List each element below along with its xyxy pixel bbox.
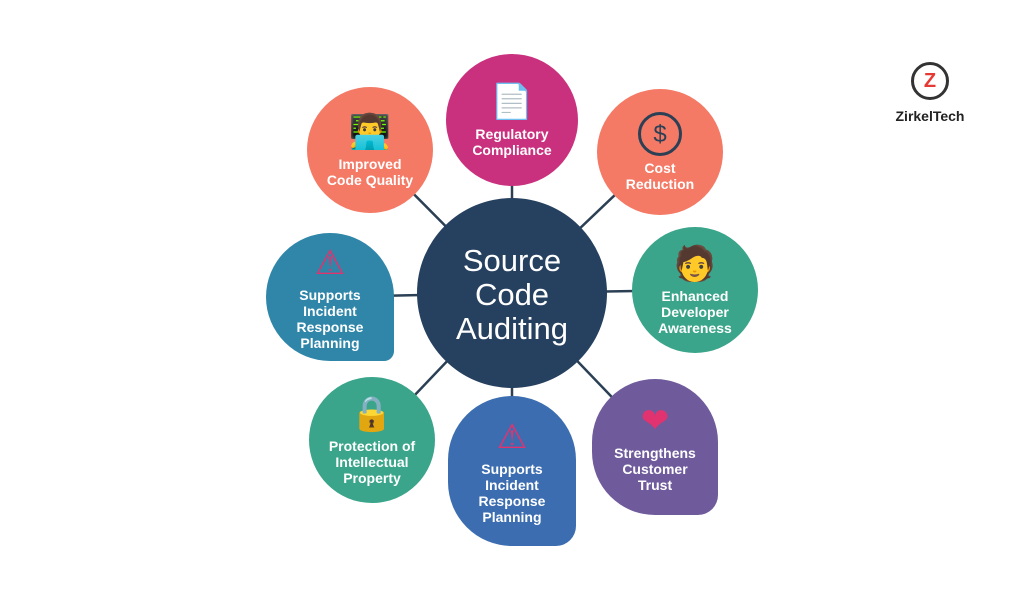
lock-icon: 🔒: [350, 395, 394, 433]
node-customer-trust: ❤ Strengthens Customer Trust: [592, 379, 718, 515]
node-enhanced-developer-awareness: 🧑 Enhanced Developer Awareness: [632, 227, 758, 353]
developer-laptop-icon: 👨‍💻: [348, 113, 392, 151]
warning-icon: ⚠: [496, 418, 528, 456]
developer-check-icon: 🧑: [673, 245, 717, 283]
document-gavel-icon: 📄: [490, 83, 534, 121]
logo-mark-icon: Z: [911, 62, 949, 100]
warning-icon: ⚠: [314, 244, 346, 282]
node-regulatory-compliance: 📄 Regulatory Compliance: [446, 54, 578, 186]
node-cost-reduction: $ Cost Reduction: [597, 89, 723, 215]
node-protection-ip: 🔒 Protection of Intellectual Property: [309, 377, 435, 503]
logo-name: ZirkelTech: [895, 108, 965, 124]
dollar-down-icon: $: [638, 112, 682, 156]
heart-handshake-icon: ❤: [640, 402, 670, 440]
node-incident-response-left: ⚠ Supports Incident Response Planning: [266, 233, 394, 361]
center-node: Source Code Auditing: [417, 198, 607, 388]
node-improved-code-quality: 👨‍💻 Improved Code Quality: [307, 87, 433, 213]
logo: Z ZirkelTech: [890, 62, 970, 124]
node-incident-response-bottom: ⚠ Supports Incident Response Planning: [448, 396, 576, 546]
